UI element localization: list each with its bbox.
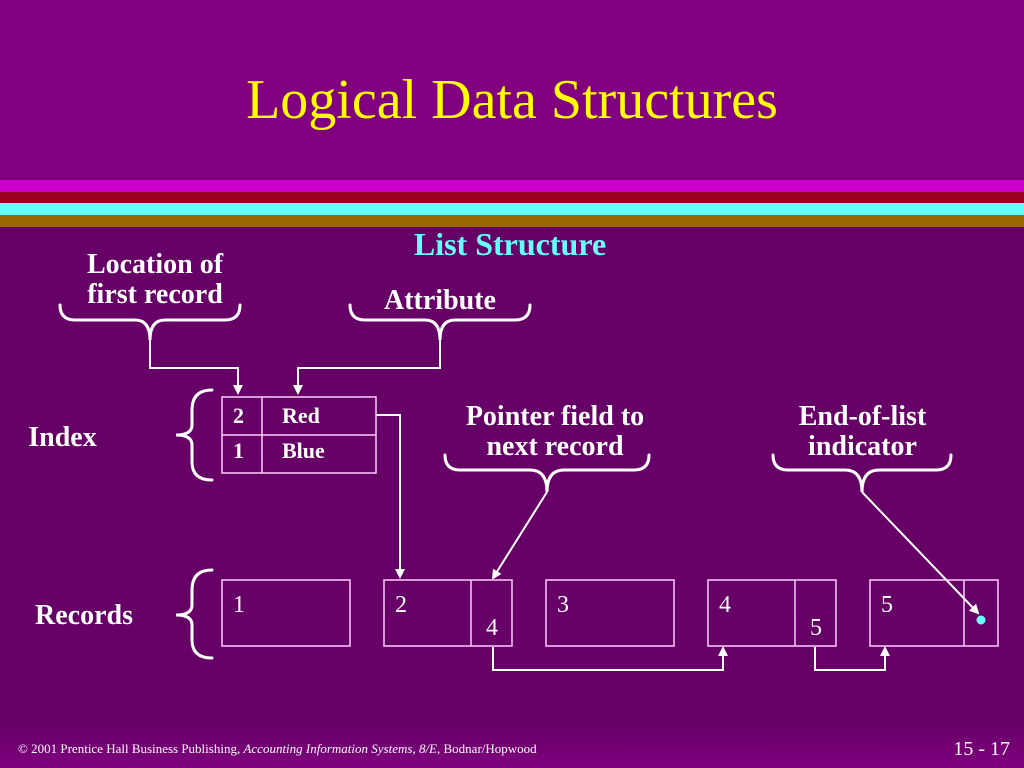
stripe-magenta xyxy=(0,180,1024,192)
link-2-to-4 xyxy=(492,646,728,671)
arrow-eol xyxy=(861,491,980,615)
brace-records xyxy=(175,568,214,660)
arrow-location xyxy=(149,340,243,395)
title-band xyxy=(0,0,1024,180)
label-index: Index xyxy=(28,422,97,453)
footer-band xyxy=(0,728,1024,768)
record-3 xyxy=(545,579,675,647)
end-of-list-dot xyxy=(976,615,986,625)
link-4-to-5 xyxy=(814,646,890,671)
label-attribute: Attribute xyxy=(384,285,496,316)
slide-title: Logical Data Structures xyxy=(246,69,778,131)
stripe-red xyxy=(0,192,1024,203)
label-eol-line1: End-of-list xyxy=(798,401,927,432)
record-5-id: 5 xyxy=(881,592,893,618)
brace-location xyxy=(58,303,242,341)
label-location-line1: Location of xyxy=(86,249,224,280)
record-2-pointer: 4 xyxy=(486,615,498,641)
label-pointer: Pointer field to next record xyxy=(420,402,690,462)
arrow-pointer xyxy=(491,491,548,580)
index-row2-attribute: Blue xyxy=(282,438,325,463)
record-4-id: 4 xyxy=(719,592,731,618)
footer-book: Accounting Information Systems, 8/E xyxy=(243,741,437,756)
index-row1-attribute: Red xyxy=(282,403,320,428)
page-number: 15 - 17 xyxy=(953,738,1010,760)
footer-copyright: © 2001 Prentice Hall Business Publishing… xyxy=(18,741,244,756)
label-eol-line2: indicator xyxy=(808,431,917,462)
arrow-attribute xyxy=(293,340,441,395)
stripe-brown xyxy=(0,215,1024,227)
label-eol: End-of-list indicator xyxy=(740,402,985,462)
diagram-subtitle: List Structure xyxy=(413,226,607,262)
arrow-index-to-record2 xyxy=(376,414,405,579)
footer-authors: , Bodnar/Hopwood xyxy=(437,741,537,756)
label-pointer-line2: next record xyxy=(486,431,624,462)
label-records: Records xyxy=(35,600,133,631)
index-row2-location: 1 xyxy=(233,438,244,463)
record-1-id: 1 xyxy=(233,592,245,618)
footer-credit: © 2001 Prentice Hall Business Publishing… xyxy=(18,741,537,757)
record-1 xyxy=(221,579,351,647)
record-4-pointer: 5 xyxy=(810,615,822,641)
brace-index xyxy=(175,388,214,482)
record-4 xyxy=(707,579,837,647)
record-3-id: 3 xyxy=(557,592,569,618)
label-location: Location of first record xyxy=(40,250,270,310)
record-5 xyxy=(869,579,999,647)
record-2-id: 2 xyxy=(395,592,407,618)
index-row1-location: 2 xyxy=(233,403,244,428)
record-2 xyxy=(383,579,513,647)
label-pointer-line1: Pointer field to xyxy=(465,401,645,432)
stripe-cyan xyxy=(0,203,1024,215)
label-location-line2: first record xyxy=(87,279,223,310)
